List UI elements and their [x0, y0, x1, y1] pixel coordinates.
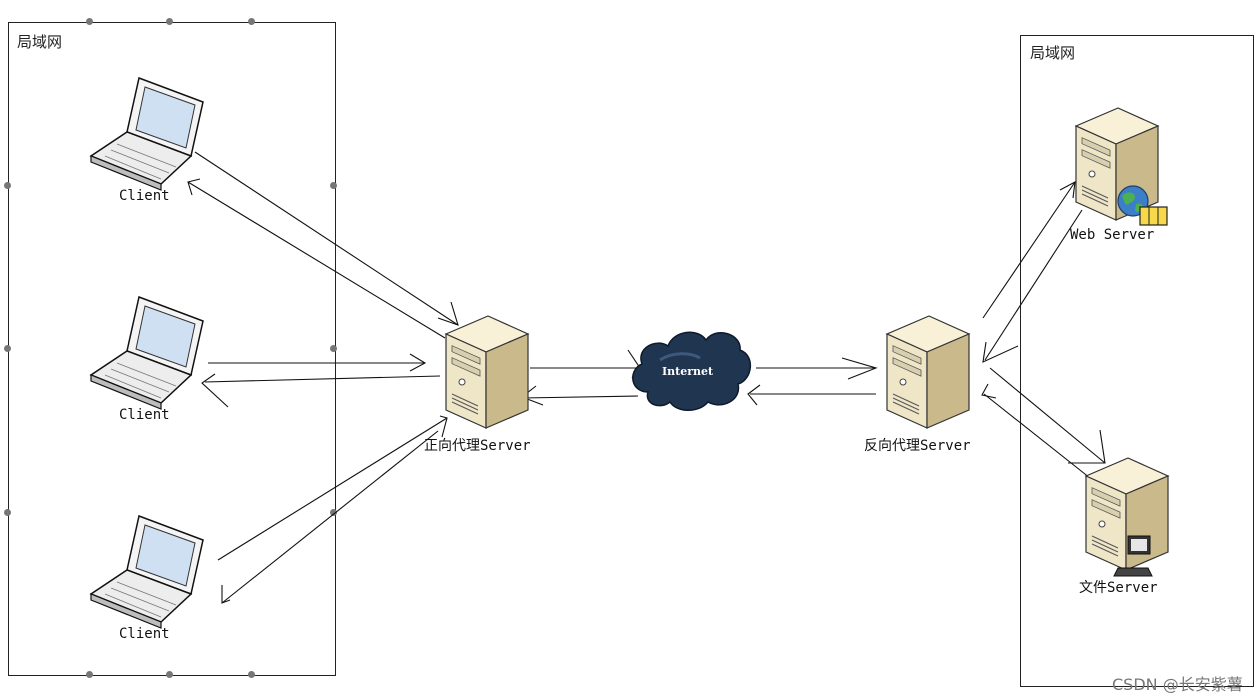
- forward-proxy-label: 正向代理Server: [424, 438, 531, 454]
- client-label: Client: [119, 188, 170, 204]
- request-line: [989, 367, 1106, 464]
- arrowhead: [747, 384, 761, 406]
- response-line: [187, 181, 446, 339]
- selection-handle[interactable]: [166, 671, 173, 678]
- response-line: [204, 375, 441, 383]
- left-lan-title: 局域网: [17, 33, 63, 51]
- selection-handle[interactable]: [86, 671, 93, 678]
- arrowhead: [187, 178, 201, 196]
- selection-handle[interactable]: [86, 18, 93, 25]
- arrowhead: [201, 373, 229, 408]
- arrowhead: [841, 357, 878, 380]
- arrowhead: [437, 301, 459, 326]
- arrowhead: [1068, 429, 1106, 464]
- request-line: [217, 417, 448, 561]
- request-line: [194, 151, 459, 326]
- response-line: [984, 209, 1083, 361]
- response-line: [983, 393, 1091, 479]
- globe-icon: [1117, 185, 1168, 226]
- selection-handle[interactable]: [4, 509, 11, 516]
- web-server-label: Web Server: [1070, 227, 1155, 243]
- selection-handle[interactable]: [330, 509, 337, 516]
- arrowhead: [221, 585, 231, 604]
- selection-handle[interactable]: [248, 671, 255, 678]
- selection-handle[interactable]: [248, 18, 255, 25]
- client-label: Client: [119, 626, 170, 642]
- response-line: [521, 395, 639, 399]
- arrowhead: [982, 341, 1019, 363]
- selection-handle[interactable]: [4, 182, 11, 189]
- client-label: Client: [119, 407, 170, 423]
- selection-handle[interactable]: [166, 18, 173, 25]
- arrowhead: [981, 383, 997, 399]
- cloud-icon: Internet: [632, 331, 751, 411]
- request-line: [982, 181, 1076, 319]
- selection-handle[interactable]: [330, 345, 337, 352]
- selection-handle[interactable]: [330, 182, 337, 189]
- arrowhead: [409, 353, 427, 372]
- selection-handle[interactable]: [4, 345, 11, 352]
- arrowhead: [439, 415, 448, 438]
- internet-label: Internet: [662, 365, 714, 378]
- arrowhead: [1059, 181, 1076, 199]
- right-lan-title: 局域网: [1030, 44, 1076, 62]
- reverse-proxy-label: 反向代理Server: [864, 438, 971, 454]
- watermark: CSDN @长安紫薯: [1112, 675, 1243, 694]
- file-server-label: 文件Server: [1079, 580, 1158, 596]
- response-line: [221, 430, 439, 604]
- computer-icon: [1113, 535, 1153, 577]
